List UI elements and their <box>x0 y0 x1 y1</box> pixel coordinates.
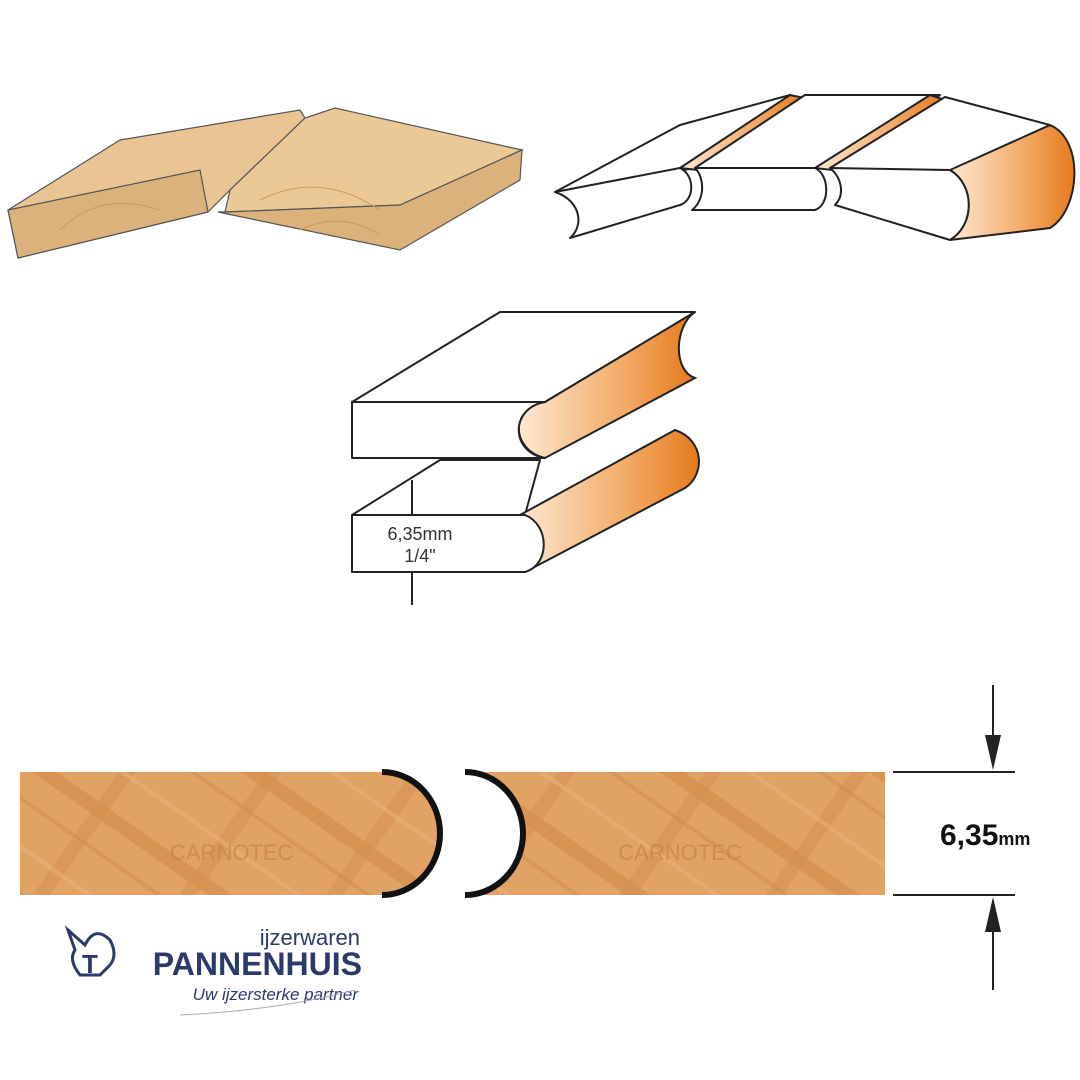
logo-tagline: Uw ijzersterke partner <box>193 985 360 1004</box>
dimension-value: 6,35mm <box>940 819 1030 852</box>
profiled-strips-illustration <box>554 93 1076 241</box>
watermark-right: CARNOTEC <box>618 840 742 865</box>
pannenhuis-logo: T ijzerwaren PANNENHUIS Uw ijzersterke p… <box>64 925 362 1016</box>
watermark-left: CARNOTEC <box>170 840 294 865</box>
logo-brand: PANNENHUIS <box>153 946 362 982</box>
wood-boards-illustration <box>7 107 524 259</box>
logo-top-text: ijzerwaren <box>260 925 360 950</box>
profile-label-mm: 6,35mm <box>387 524 452 544</box>
profile-label-inch: 1/4" <box>404 546 435 566</box>
svg-text:T: T <box>82 949 98 979</box>
arrow-down-icon <box>985 735 1001 770</box>
profile-pair-illustration: 6,35mm 1/4" <box>351 311 700 605</box>
arrow-up-icon <box>985 897 1001 932</box>
cross-section-illustration: CARNOTEC CARNOTEC <box>20 769 885 898</box>
thickness-dimension: 6,35mm <box>893 685 1030 990</box>
